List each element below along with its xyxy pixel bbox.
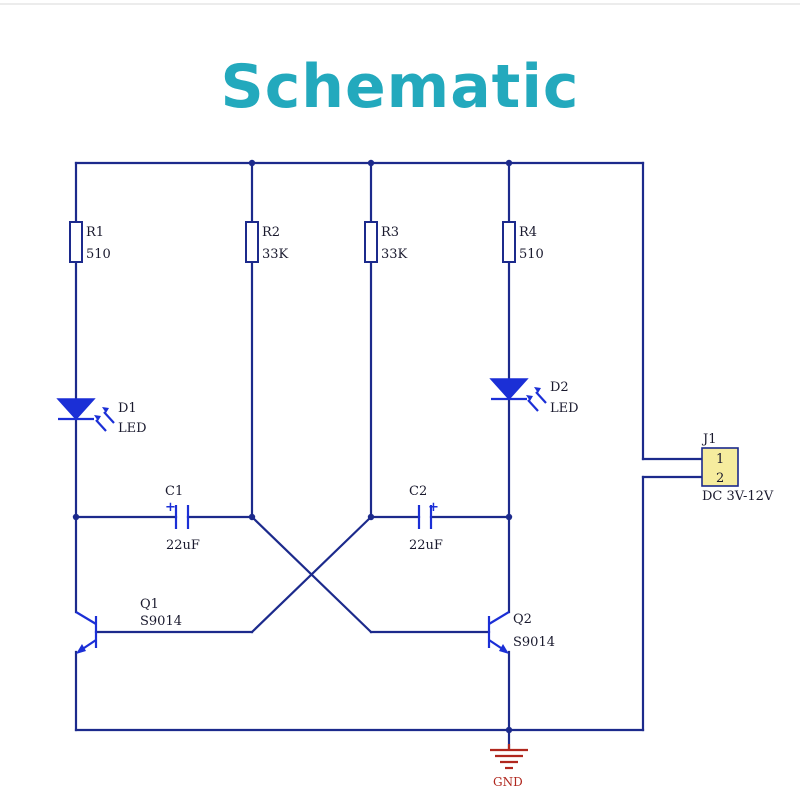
components-d2-value-label: LED xyxy=(550,401,579,416)
resistor-r2: R2 33K xyxy=(245,221,289,263)
transistor-q2: Q2 S9014 xyxy=(487,611,555,654)
led-d1: D1 LED xyxy=(56,398,147,436)
components-r3-value-label: 33K xyxy=(381,247,408,262)
components-j1-ref-label: J1 xyxy=(701,432,716,447)
components-c1-ref-label: C1 xyxy=(165,484,183,499)
capacitor-c2: C2 + 22uF xyxy=(409,484,443,553)
transistor-q1: Q1 S9014 xyxy=(75,597,182,654)
resistor-r1: R1 510 xyxy=(69,221,111,263)
components-r4-value-label: 510 xyxy=(519,247,544,262)
resistor-r4: R4 510 xyxy=(502,221,544,263)
components-d1-ref-label: D1 xyxy=(118,401,137,416)
components-r2-value-label: 33K xyxy=(262,247,289,262)
resistor-r3: R3 33K xyxy=(364,221,408,263)
components-r4-ref-label: R4 xyxy=(519,225,537,240)
page-title: Schematic xyxy=(220,52,580,122)
components-c1-value-label: 22uF xyxy=(166,538,200,553)
components-q2-ref-label: Q2 xyxy=(513,612,532,627)
components-q1-value-label: S9014 xyxy=(140,614,182,629)
components-r1-value-label: 510 xyxy=(86,247,111,262)
components-d1-value-label: LED xyxy=(118,421,147,436)
ground-symbol: GND xyxy=(490,744,528,789)
capacitor-c1: C1 + 22uF xyxy=(165,484,200,553)
components-c2-value-label: 22uF xyxy=(409,538,443,553)
wires xyxy=(74,161,704,750)
junction-dots xyxy=(72,159,513,734)
components-r1-ref-label: R1 xyxy=(86,225,104,240)
components-j1-pin1-label: 1 xyxy=(716,452,724,467)
components-j1-value-label: DC 3V-12V xyxy=(702,489,774,504)
components-q2-value-label: S9014 xyxy=(513,635,555,650)
connector-j1: J1 1 2 DC 3V-12V xyxy=(701,432,774,504)
components-r2-ref-label: R2 xyxy=(262,225,280,240)
components-c2-polarity-label: + xyxy=(428,500,439,515)
components-q1-ref-label: Q1 xyxy=(140,597,159,612)
components-c2-ref-label: C2 xyxy=(409,484,427,499)
components-j1-pin2-label: 2 xyxy=(716,471,724,486)
led-d2: D2 LED xyxy=(489,378,579,416)
components-gnd-label-label: GND xyxy=(493,775,523,789)
components-r3-ref-label: R3 xyxy=(381,225,399,240)
components-c1-polarity-label: + xyxy=(165,500,176,515)
components-d2-ref-label: D2 xyxy=(550,380,569,395)
